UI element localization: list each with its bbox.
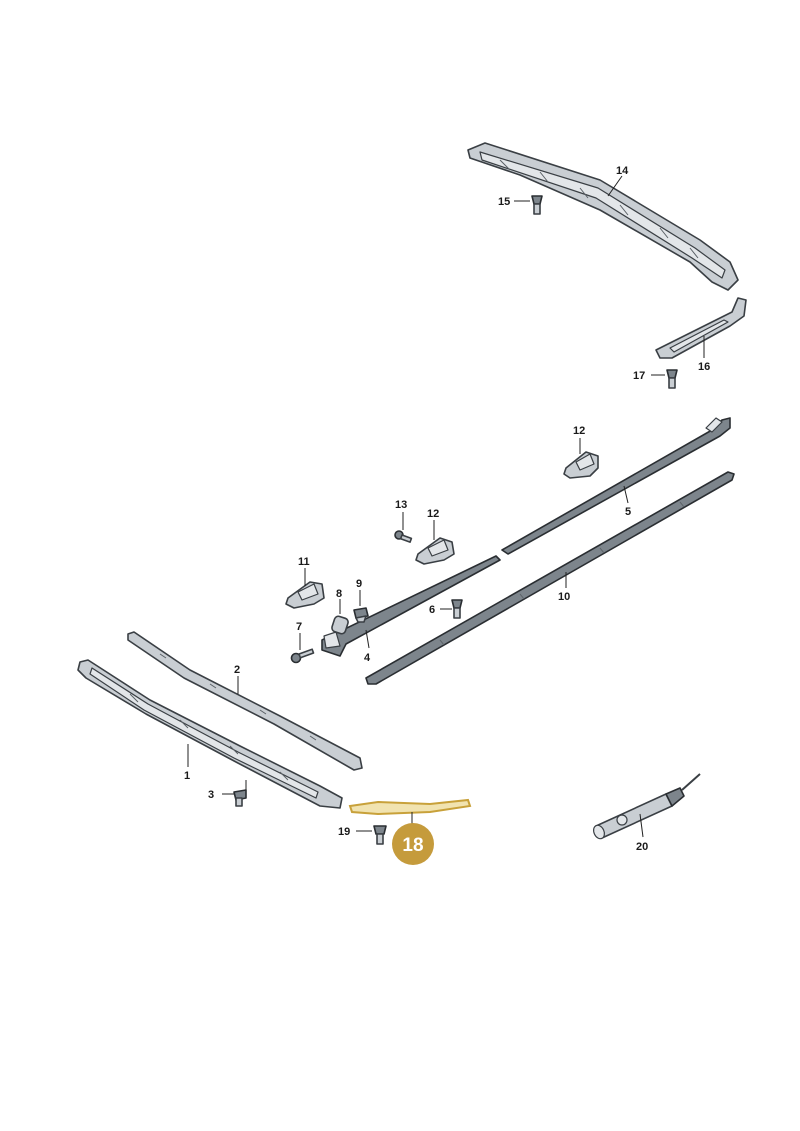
callout-16: 16: [698, 361, 710, 373]
part-15-clip[interactable]: [531, 195, 543, 215]
part-20-tube[interactable]: [592, 773, 701, 840]
part-12-bracket-upper[interactable]: [563, 451, 599, 479]
part-4-seal[interactable]: [321, 555, 501, 657]
callout-5: 5: [625, 506, 631, 518]
part-13-screw[interactable]: [394, 530, 413, 543]
part-7-screw[interactable]: [290, 648, 315, 664]
callout-1: 1: [184, 770, 190, 782]
part-6-clip[interactable]: [451, 599, 463, 619]
callout-10: 10: [558, 591, 570, 603]
part-14-rear-trim[interactable]: [467, 142, 739, 291]
part-9-clip[interactable]: [353, 607, 369, 623]
part-3-clip[interactable]: [233, 789, 247, 807]
callout-2: 2: [234, 664, 240, 676]
callout-20: 20: [636, 841, 648, 853]
callout-8: 8: [336, 588, 342, 600]
callout-19: 19: [338, 826, 350, 838]
part-1-trim[interactable]: [77, 659, 343, 809]
callout-7: 7: [296, 621, 302, 633]
part-16-bracket[interactable]: [655, 297, 747, 359]
callout-14: 14: [616, 165, 629, 177]
callout-6: 6: [429, 604, 435, 616]
part-19-clip[interactable]: [373, 825, 387, 845]
callout-3: 3: [208, 789, 214, 801]
callout-12a: 12: [573, 425, 585, 437]
part-18-trim-highlighted[interactable]: [348, 798, 472, 816]
callout-17: 17: [633, 370, 645, 382]
callout-15: 15: [498, 196, 510, 208]
part-12-bracket-lower[interactable]: [415, 537, 455, 565]
callout-9: 9: [356, 578, 362, 590]
part-5-seal[interactable]: [501, 417, 731, 555]
leader-14: [607, 175, 623, 197]
callout-12b: 12: [427, 508, 439, 520]
callout-18: 18: [402, 835, 423, 856]
leader-20: [639, 813, 644, 838]
leader-4: [365, 629, 370, 649]
part-2-trim[interactable]: [127, 631, 363, 771]
callout-4: 4: [364, 652, 371, 664]
part-11-bracket[interactable]: [285, 581, 325, 609]
leader-5: [623, 485, 629, 504]
callout-11: 11: [298, 556, 310, 568]
callout-13: 13: [395, 499, 407, 511]
part-17-clip[interactable]: [666, 369, 678, 389]
callout-18-badge: [392, 823, 434, 865]
part-8-plug[interactable]: [331, 615, 349, 635]
part-10-strip[interactable]: [365, 471, 735, 685]
